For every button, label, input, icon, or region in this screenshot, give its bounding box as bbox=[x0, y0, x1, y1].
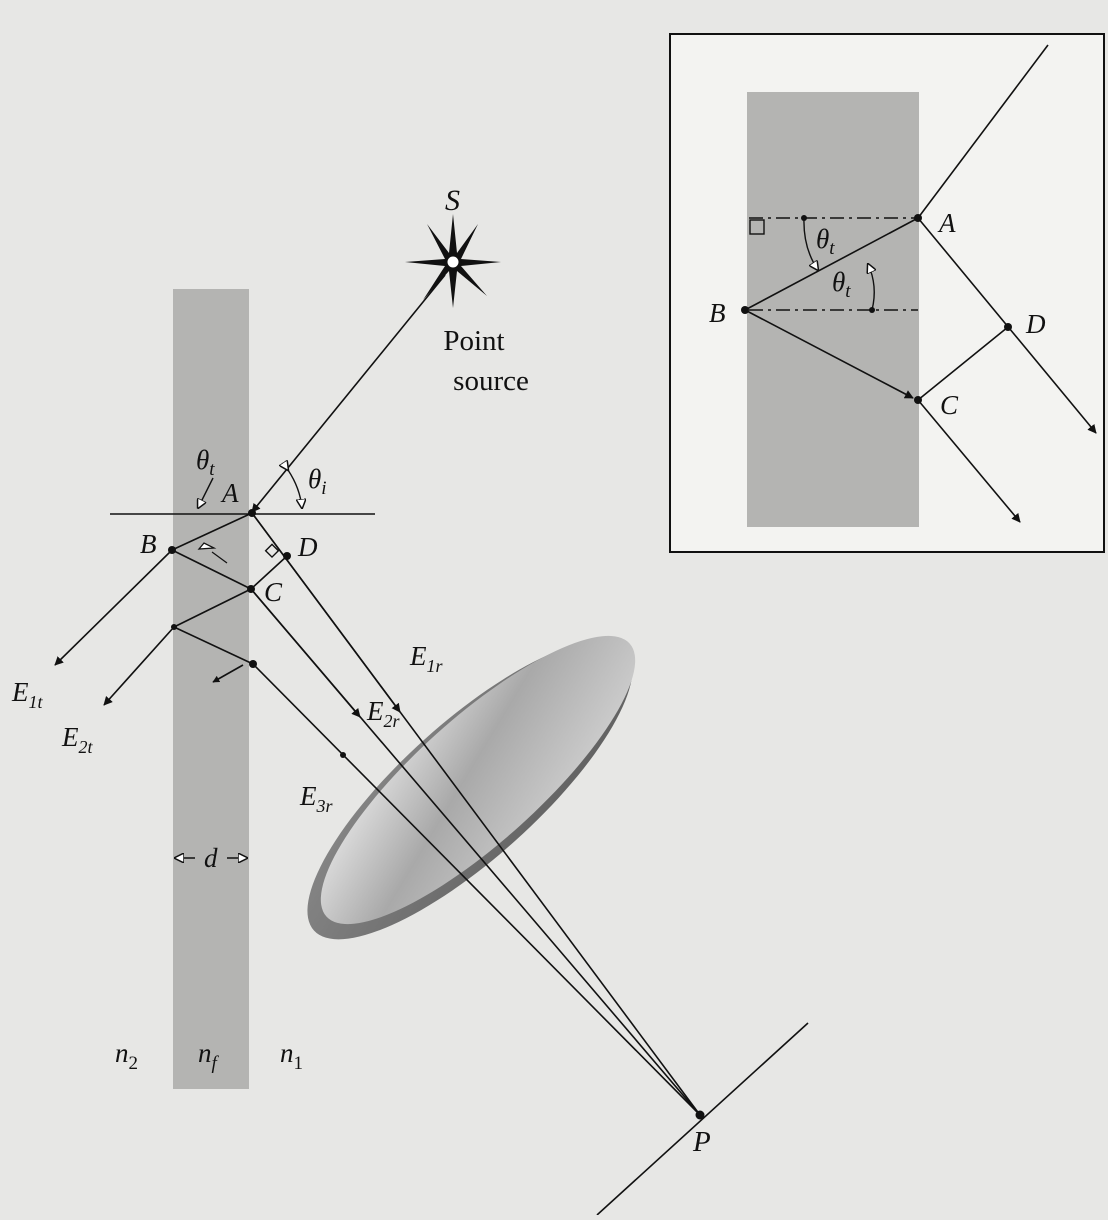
point-source-line-2: source bbox=[453, 365, 529, 397]
transmitted-ray-e1t bbox=[54, 549, 173, 666]
inset-wavefront-c-d bbox=[917, 326, 1009, 401]
exit-point-dot bbox=[249, 660, 257, 668]
inset-figure: A B C D θt θt bbox=[669, 33, 1105, 553]
inset-reflected-ray-b-c bbox=[744, 309, 914, 399]
theta-t-label: θt bbox=[196, 445, 215, 480]
e2t-label: E2t bbox=[61, 722, 94, 757]
inset-point-b-label: B bbox=[709, 298, 726, 328]
index-n2-label: n2 bbox=[115, 1038, 138, 1074]
point-a-dot bbox=[248, 509, 256, 517]
index-n1-label: n1 bbox=[280, 1038, 303, 1074]
inset-point-c-label: C bbox=[940, 390, 959, 420]
thin-film bbox=[173, 289, 249, 1089]
e3r-label: E3r bbox=[299, 781, 334, 816]
theta-t-arc-line bbox=[211, 551, 228, 564]
reflected-ray-e3r bbox=[252, 663, 701, 1116]
wavefront-c-d bbox=[250, 555, 288, 590]
theta-t-pointer bbox=[198, 477, 214, 508]
point-p-dot bbox=[695, 1110, 705, 1120]
thickness-label: d bbox=[204, 843, 218, 873]
inset-point-b-dot bbox=[741, 306, 749, 314]
inset-theta-upper-arc bbox=[803, 217, 818, 270]
main-figure: S Point source A B C D P θt θi E1r E2r E… bbox=[11, 184, 809, 1216]
inset-reflected-ray-c bbox=[917, 399, 1021, 523]
inset-refracted-ray-a-b bbox=[744, 217, 919, 311]
point-a-label: A bbox=[220, 478, 239, 508]
inset-incident-ray bbox=[917, 44, 1049, 219]
point-b-label: B bbox=[140, 529, 157, 559]
second-b-dot bbox=[171, 624, 177, 630]
inset-theta-upper-label: θt bbox=[816, 224, 835, 259]
point-source-star bbox=[405, 214, 501, 308]
wave-arrow-inside bbox=[212, 664, 244, 683]
e3r-ray-dot bbox=[340, 752, 346, 758]
point-d-label: D bbox=[297, 532, 318, 562]
index-nf-label: nf bbox=[198, 1038, 220, 1074]
right-angle-marker bbox=[264, 543, 280, 559]
inset-point-d-dot bbox=[1004, 323, 1012, 331]
point-source-line-1: Point bbox=[443, 325, 504, 357]
inset-angle-dot-lower bbox=[869, 307, 875, 313]
point-d-dot bbox=[283, 552, 291, 560]
e2r-label: E2r bbox=[366, 696, 401, 731]
perpendicular-a-d bbox=[251, 513, 252, 589]
inset-theta-lower-arc bbox=[868, 264, 874, 311]
inset-point-a-label: A bbox=[937, 208, 956, 238]
reflected-ray-e2r-arrow bbox=[250, 588, 361, 718]
inset-right-angle-marker bbox=[749, 219, 765, 235]
incident-ray bbox=[251, 274, 446, 513]
inset-point-a-dot bbox=[914, 214, 922, 222]
inset-point-d-label: D bbox=[1025, 309, 1046, 339]
point-c-label: C bbox=[264, 577, 283, 607]
reflected-ray-b-c bbox=[171, 549, 252, 590]
refracted-ray-a-b bbox=[171, 512, 253, 551]
screen-line bbox=[596, 1022, 809, 1216]
refracted-ray-c-b2 bbox=[173, 588, 252, 628]
reflected-ray-e1r-arrow bbox=[251, 512, 401, 713]
lens bbox=[307, 635, 636, 940]
e1t-label: E1t bbox=[11, 677, 44, 712]
point-b-dot bbox=[168, 546, 176, 554]
theta-i-arc bbox=[288, 470, 302, 508]
point-c-dot bbox=[247, 585, 255, 593]
inset-point-c-dot bbox=[914, 396, 922, 404]
theta-i-label: θi bbox=[308, 464, 327, 499]
inset-angle-dot-upper bbox=[801, 215, 807, 221]
reflected-ray-b2-c2 bbox=[173, 626, 254, 665]
point-p-label: P bbox=[692, 1126, 711, 1158]
transmitted-ray-e2t bbox=[103, 626, 175, 706]
theta-t-arc bbox=[197, 542, 217, 550]
e1r-label: E1r bbox=[409, 641, 444, 676]
source-label: S bbox=[445, 184, 460, 217]
inset-theta-lower-label: θt bbox=[832, 267, 851, 302]
